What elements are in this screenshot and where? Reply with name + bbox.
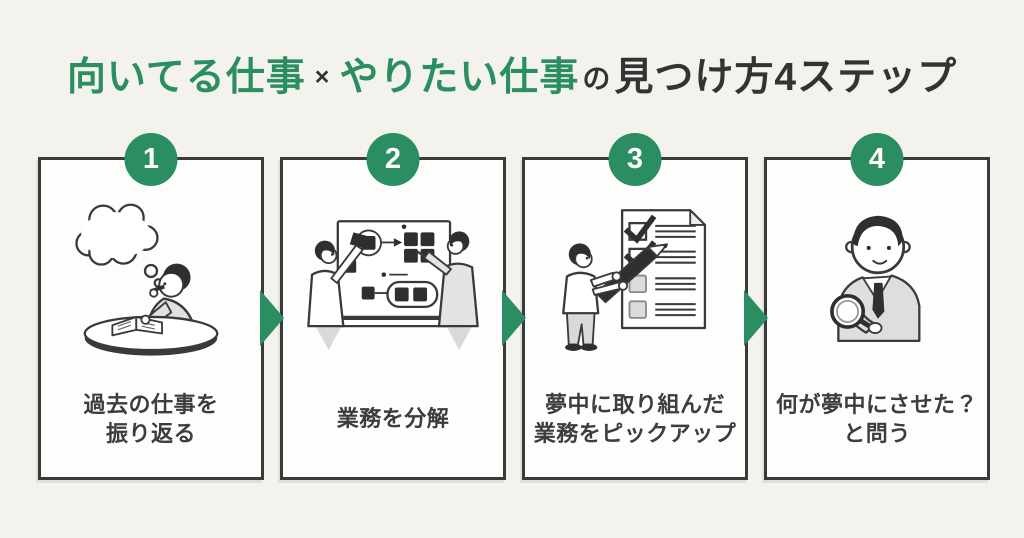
caption-line: 業務をピックアップ [533, 420, 737, 446]
step2-illustration [283, 188, 503, 376]
step-caption: 過去の仕事を 振り返る [41, 376, 261, 477]
step3-illustration [525, 188, 745, 376]
title-keyword-desired-job: やりたい仕事 [339, 56, 580, 99]
caption-line: 振り返る [105, 420, 196, 446]
step-card-3: 3 [522, 133, 748, 480]
title-multiply-sign: × [314, 63, 331, 91]
title-particle: の [582, 63, 612, 94]
step-card-4: 4 [764, 133, 990, 480]
title-suffix: 見つけ方4ステップ [614, 56, 958, 99]
steps-row: 1 [38, 133, 990, 480]
caption-line: と問う [843, 420, 911, 446]
flow-arrow-right-icon [744, 290, 768, 346]
flow-arrow-right-icon [502, 290, 526, 346]
step-number-badge: 1 [124, 133, 178, 186]
person-thinking-writing-notebook-icon [75, 203, 219, 356]
step-card-2: 2 [280, 133, 506, 480]
page-title: 向いてる仕事 × やりたい仕事の見つけ方4ステップ [0, 52, 1024, 104]
step-caption: 何が夢中にさせた？ と問う [767, 376, 987, 477]
step-number-badge: 2 [366, 133, 420, 186]
caption-line: 業務を分解 [336, 406, 450, 431]
flow-arrow-right-icon [260, 290, 284, 346]
caption-line: 過去の仕事を [83, 391, 219, 417]
title-keyword-suited-job: 向いてる仕事 [66, 56, 306, 99]
step-number-badge: 3 [608, 133, 662, 186]
step-number-badge: 4 [850, 133, 904, 186]
caption-line: 何が夢中にさせた？ [775, 391, 979, 417]
step1-illustration [41, 188, 261, 376]
person-pencil-checklist-icon [562, 209, 707, 351]
step-caption: 業務を分解 [283, 376, 503, 477]
caption-line: 夢中に取り組んだ [544, 391, 725, 417]
two-people-whiteboard-sticky-notes-icon [307, 220, 479, 351]
step4-illustration [767, 188, 987, 376]
step-caption: 夢中に取り組んだ 業務をピックアップ [525, 376, 745, 477]
step-card-1: 1 [38, 133, 264, 480]
man-magnifying-glass-icon [830, 215, 921, 343]
